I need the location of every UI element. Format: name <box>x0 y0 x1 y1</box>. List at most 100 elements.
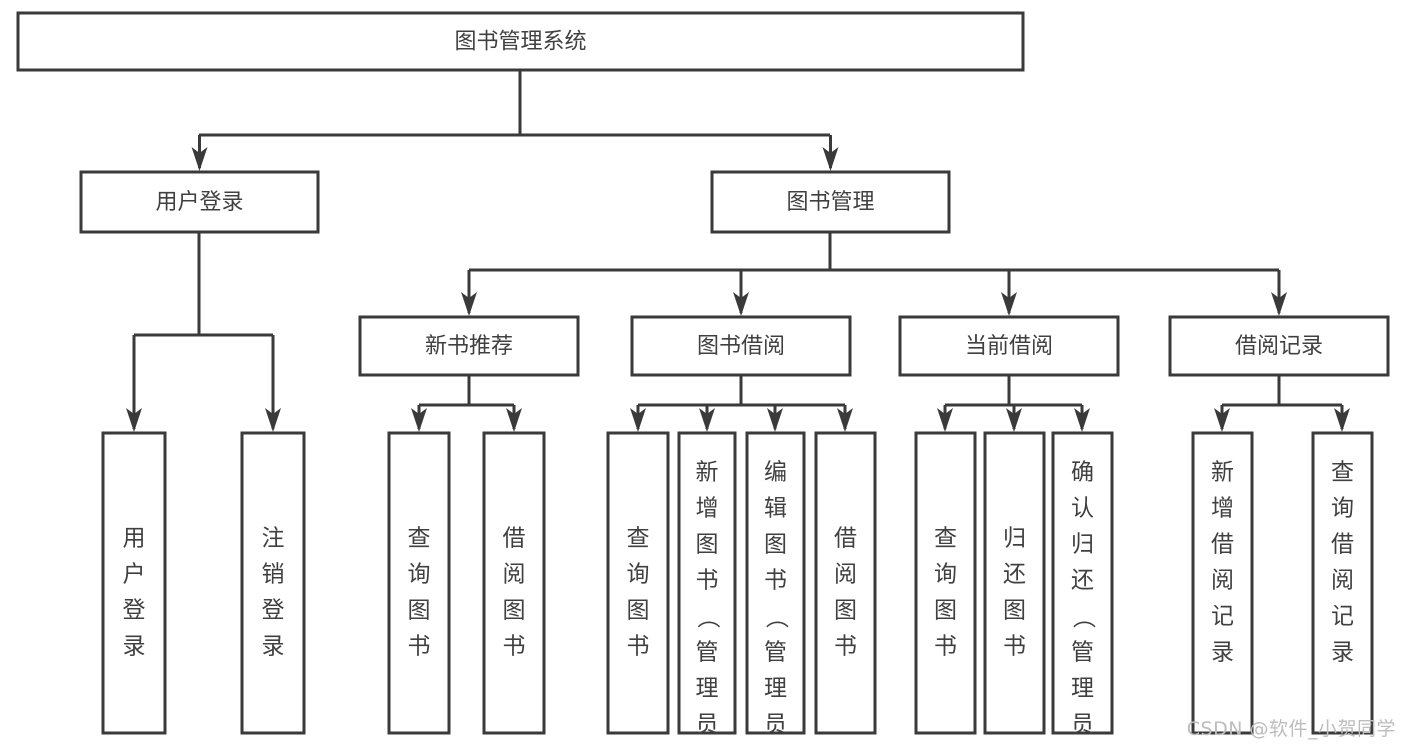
arrow-down-icon <box>1214 408 1230 432</box>
leaf-label-char: （ <box>1070 606 1096 629</box>
leaf-label-char: 员 <box>764 712 787 738</box>
leaf-label-char: 录 <box>1211 640 1234 666</box>
node-label: 图书管理系统 <box>454 30 586 55</box>
leaf-label-char: 户 <box>123 562 146 588</box>
leaf-label-char: 询 <box>627 562 650 588</box>
arrow-down-icon <box>461 292 477 316</box>
leaf-label-char: 编 <box>764 460 787 486</box>
node-box-rect <box>630 315 852 377</box>
leaf-label-char: 借 <box>1211 532 1234 558</box>
leaf-label-char: 增 <box>1211 496 1234 522</box>
node-label: 图书管理 <box>786 190 874 215</box>
leaf-box-rect <box>914 431 977 735</box>
node-level2-1[interactable]: 图书管理 <box>710 170 951 234</box>
node-level3-2[interactable]: 当前借阅 <box>898 315 1120 377</box>
arrow-down-icon <box>1271 292 1287 316</box>
node-layer: 图书管理系统用户登录图书管理新书推荐图书借阅当前借阅借阅记录用户登录注销登录查询… <box>16 11 1390 747</box>
leaf-label-char: 书 <box>934 634 957 660</box>
leaf-box-rect <box>983 431 1046 735</box>
leaf-label-char: 查 <box>934 526 957 552</box>
node-box-rect <box>79 170 320 234</box>
leaf-label-char: 认 <box>1071 496 1094 522</box>
node-level3-1[interactable]: 图书借阅 <box>630 315 852 377</box>
node-box-rect <box>358 315 580 377</box>
leaf-box-rect <box>606 431 670 735</box>
node-box-rect <box>898 315 1120 377</box>
leaf-label-char: 阅 <box>503 562 526 588</box>
leaf-label-char: 询 <box>408 562 431 588</box>
leaf-label-char: 询 <box>934 562 957 588</box>
leaf-label-char: 图 <box>627 598 650 624</box>
leaf-box-rect <box>1311 431 1374 735</box>
leaf-label-char: 询 <box>1331 496 1354 522</box>
node-level3-3[interactable]: 借阅记录 <box>1168 315 1390 377</box>
leaf-label-char: 借 <box>1331 532 1354 558</box>
leaf-label-char: 书 <box>1003 634 1026 660</box>
leaf-label-char: 员 <box>1071 712 1094 738</box>
leaf-label-char: 书 <box>696 568 719 594</box>
leaf-label-char: 登 <box>123 598 146 624</box>
leaf-label-char: 阅 <box>834 562 857 588</box>
leaf-label-char: 查 <box>408 526 431 552</box>
leaf-label-char: 销 <box>262 562 285 588</box>
node-root-0[interactable]: 图书管理系统 <box>16 11 1025 72</box>
arrow-down-icon <box>699 408 715 432</box>
leaf-label-char: 理 <box>696 676 719 702</box>
leaf-node-0[interactable]: 用户登录 <box>101 431 167 735</box>
node-box-rect <box>710 170 951 234</box>
leaf-label-char: 还 <box>1003 562 1026 588</box>
leaf-label-char: 管 <box>764 640 787 666</box>
arrow-down-icon <box>733 292 749 316</box>
leaf-label-char: 记 <box>1331 604 1354 630</box>
leaf-label-char: 理 <box>1071 676 1094 702</box>
leaf-label-char: 阅 <box>1331 568 1354 594</box>
leaf-label-char: 辑 <box>764 496 787 522</box>
node-level2-0[interactable]: 用户登录 <box>79 170 320 234</box>
arrow-down-icon <box>822 147 839 171</box>
node-level3-0[interactable]: 新书推荐 <box>358 315 580 377</box>
leaf-label-char: 查 <box>627 526 650 552</box>
leaf-label-char: 员 <box>696 712 719 738</box>
arrow-down-icon <box>506 408 522 432</box>
leaf-label-char: 录 <box>1331 640 1354 666</box>
leaf-label-char: 新 <box>696 460 719 486</box>
arrow-down-icon <box>1074 408 1090 432</box>
arrow-down-icon <box>265 408 281 432</box>
arrow-down-icon <box>411 408 427 432</box>
leaf-label-char: 记 <box>1211 604 1234 630</box>
leaf-label-char: 书 <box>764 568 787 594</box>
leaf-label-char: 查 <box>1331 460 1354 486</box>
leaf-box-rect <box>101 431 167 735</box>
node-box-rect <box>1168 315 1390 377</box>
csdn-watermark: CSDN @软件_小贺同学 <box>1186 718 1396 740</box>
leaf-label-char: 图 <box>696 532 719 558</box>
leaf-box-rect <box>814 431 877 735</box>
arrow-down-icon <box>1001 292 1017 316</box>
leaf-label-vertical: 用户登录 <box>123 526 146 660</box>
leaf-label-char: 理 <box>764 676 787 702</box>
arrow-down-icon <box>837 408 853 432</box>
leaf-label-char: 管 <box>1071 640 1094 666</box>
arrow-down-icon <box>767 408 783 432</box>
leaf-box-rect <box>677 431 737 735</box>
